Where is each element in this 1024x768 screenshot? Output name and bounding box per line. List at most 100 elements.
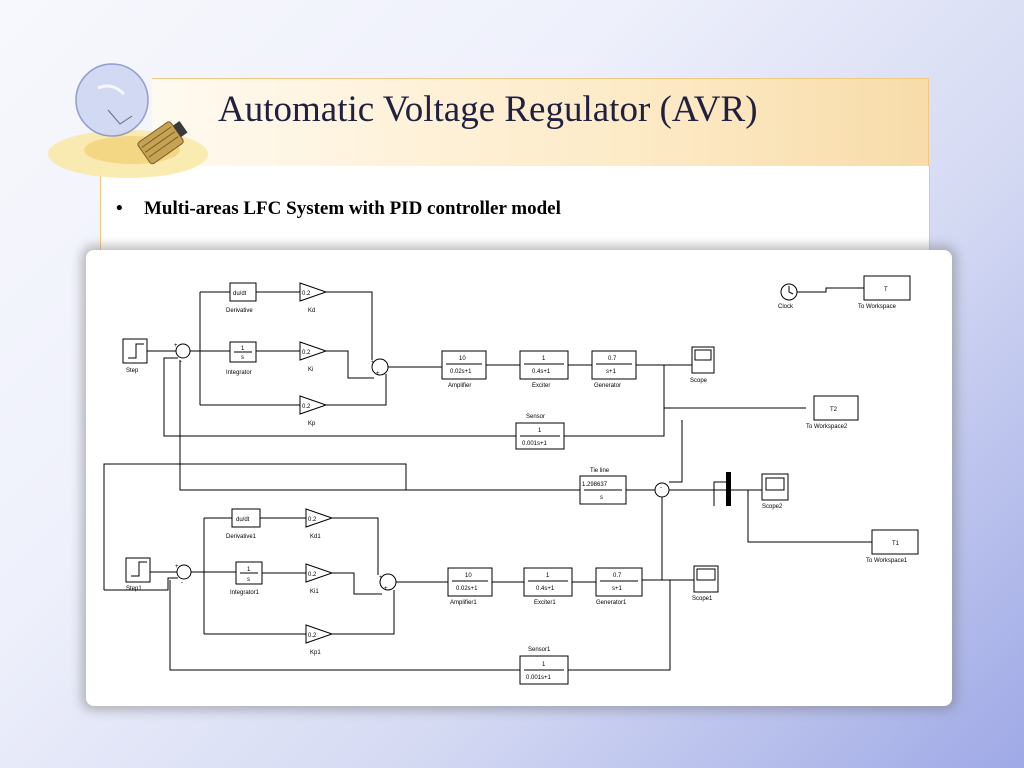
svg-text:Step1: Step1 [126,586,142,592]
sum1-area2-block[interactable]: + - [175,564,192,586]
svg-text:Integrator1: Integrator1 [230,590,260,596]
svg-text:0.2: 0.2 [308,572,317,578]
svg-text:0.2: 0.2 [308,633,317,639]
svg-text:1: 1 [542,662,546,668]
svg-text:Generator1: Generator1 [596,600,627,606]
amplifier-block[interactable]: 10 0.02s+1 Amplifier [441,350,487,389]
simulink-diagram: Step + - du/dt Derivative 0.2 Kd 1 s Int… [86,250,952,706]
amplifier1-block[interactable]: 10 0.02s+1 Amplifier1 [447,567,493,606]
svg-text:+: + [174,343,178,349]
svg-text:1: 1 [241,346,245,352]
exciter-block[interactable]: 1 0.4s+1 Exciter [519,350,569,389]
svg-text:0.2: 0.2 [308,517,317,523]
mux-block[interactable] [726,472,731,506]
svg-text:To Workspace1: To Workspace1 [866,558,908,564]
svg-text:s: s [241,355,244,361]
scope-block[interactable]: Scope [690,346,715,384]
to-workspace-t2-block[interactable]: T2 To Workspace2 [806,395,859,430]
svg-text:Ki: Ki [308,367,313,373]
svg-text:Scope1: Scope1 [692,596,713,602]
sensor1-block[interactable]: 1 0.001s+1 Sensor1 [519,647,569,685]
bullet-text: Multi-areas LFC System with PID controll… [144,198,561,219]
generator1-block[interactable]: 0.7 s+1 Generator1 [595,567,643,606]
svg-text:0.02s+1: 0.02s+1 [456,586,478,592]
kp-gain-block[interactable]: 0.2 Kp [299,395,328,427]
generator-block[interactable]: 0.7 s+1 Generator [591,350,637,389]
svg-text:+: + [379,575,383,581]
svg-text:du/dt: du/dt [233,291,247,297]
pid-sum1-block[interactable]: + + [379,573,397,592]
svg-text:T: T [884,287,888,293]
derivative-block[interactable]: du/dt Derivative [226,282,257,314]
step-block[interactable]: Step [122,338,148,374]
pid-sum-block[interactable]: + + [371,358,389,377]
slide-title: Automatic Voltage Regulator (AVR) [218,89,758,130]
svg-text:0.001s+1: 0.001s+1 [526,675,552,681]
svg-text:Step: Step [126,368,139,374]
svg-text:Exciter1: Exciter1 [534,600,556,606]
svg-text:-: - [660,485,662,491]
scope1-block[interactable]: Scope1 [692,565,719,602]
svg-text:+: + [384,586,388,592]
svg-text:s+1: s+1 [606,369,617,375]
svg-text:Generator: Generator [594,383,621,389]
exciter1-block[interactable]: 1 0.4s+1 Exciter1 [523,567,573,606]
svg-text:10: 10 [465,573,472,579]
svg-text:Kp: Kp [308,421,316,427]
svg-text:Sensor: Sensor [526,414,545,420]
svg-text:Amplifier: Amplifier [448,383,471,389]
svg-text:-: - [181,580,183,586]
svg-text:Tie line: Tie line [590,468,610,474]
svg-text:Scope2: Scope2 [762,504,783,510]
svg-text:T2: T2 [830,407,838,413]
svg-text:0.4s+1: 0.4s+1 [532,369,551,375]
svg-text:Derivative1: Derivative1 [226,534,257,540]
content-box [100,166,930,260]
svg-text:Kd1: Kd1 [310,534,321,540]
kd1-gain-block[interactable]: 0.2 Kd1 [305,508,334,540]
kd-gain-block[interactable]: 0.2 Kd [299,282,328,314]
ki1-gain-block[interactable]: 0.2 Ki1 [305,563,334,595]
light-bulb-icon [48,63,208,178]
svg-text:0.001s+1: 0.001s+1 [522,441,548,447]
clock-block[interactable]: Clock [778,283,798,310]
sensor-block[interactable]: 1 0.001s+1 Sensor [515,414,565,450]
svg-text:+: + [175,564,179,570]
integrator-block[interactable]: 1 s Integrator [226,341,257,376]
svg-text:Integrator: Integrator [226,370,252,376]
svg-text:To Workspace: To Workspace [858,304,897,310]
svg-text:0.2: 0.2 [302,291,311,297]
svg-text:1: 1 [538,428,542,434]
bullet-marker: • [116,198,123,219]
kp1-gain-block[interactable]: 0.2 Kp1 [305,624,334,656]
svg-text:Amplifier1: Amplifier1 [450,600,477,606]
scope2-block[interactable]: Scope2 [761,473,789,510]
svg-text:1: 1 [247,567,251,573]
svg-text:10: 10 [459,356,466,362]
tie-line-block[interactable]: 1.298637 s Tie line [579,468,627,505]
svg-text:s+1: s+1 [612,586,623,592]
svg-text:du/dt: du/dt [236,517,250,523]
svg-text:-: - [180,359,182,365]
svg-text:0.2: 0.2 [302,404,311,410]
sum-block[interactable]: + - [174,343,191,365]
svg-text:s: s [247,577,250,583]
svg-text:1: 1 [542,356,546,362]
svg-text:Exciter: Exciter [532,383,550,389]
svg-text:0.2: 0.2 [302,350,311,356]
to-workspace-t-block[interactable]: T To Workspace [858,275,911,310]
svg-text:Derivative: Derivative [226,308,253,314]
integrator1-block[interactable]: 1 s Integrator1 [230,561,263,596]
svg-text:Kp1: Kp1 [310,650,321,656]
svg-text:To Workspace2: To Workspace2 [806,424,848,430]
svg-text:T1: T1 [892,541,900,547]
derivative1-block[interactable]: du/dt Derivative1 [226,508,261,540]
svg-text:0.7: 0.7 [613,573,622,579]
svg-text:s: s [600,495,603,501]
to-workspace-t1-block[interactable]: T1 To Workspace1 [866,529,919,564]
tie-sum-block[interactable]: - [654,482,670,498]
bullet-item: • Multi-areas LFC System with PID control… [116,198,561,220]
step1-block[interactable]: Step1 [125,557,151,592]
svg-text:0.7: 0.7 [608,356,617,362]
ki-gain-block[interactable]: 0.2 Ki [299,341,328,373]
